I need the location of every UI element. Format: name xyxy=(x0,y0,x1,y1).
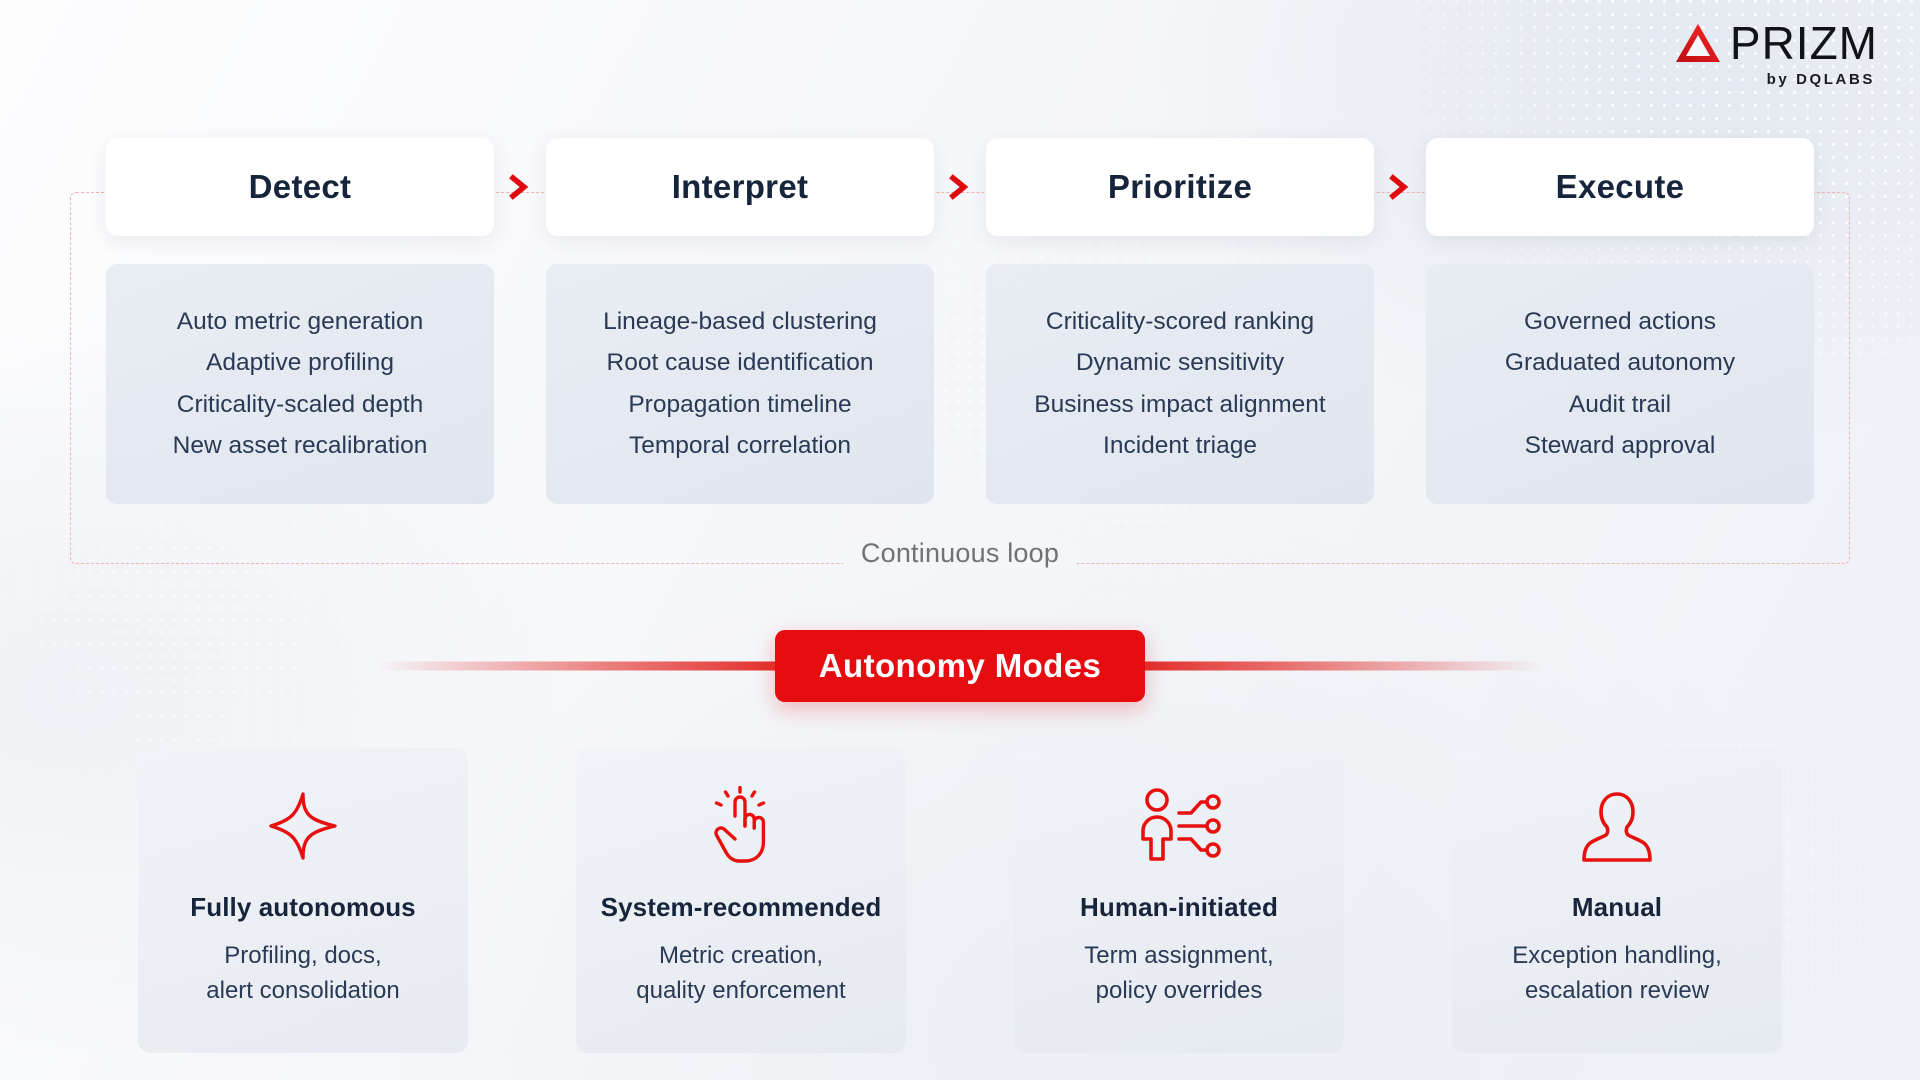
stage-item: Root cause identification xyxy=(606,349,874,377)
autonomy-mode-cards: Fully autonomous Profiling, docs, alert … xyxy=(0,748,1920,1053)
stage-header: Execute xyxy=(1426,138,1814,236)
chevron-right-icon xyxy=(509,174,529,200)
logo-tagline: by DQLABS xyxy=(1766,71,1875,88)
stage-item: Criticality-scaled depth xyxy=(176,390,424,418)
stage-items: Governed actions Graduated autonomy Audi… xyxy=(1426,264,1814,504)
sparkle-star-icon xyxy=(269,792,337,860)
stage-header: Interpret xyxy=(546,138,934,236)
stage-interpret[interactable]: Interpret Lineage-based clustering Root … xyxy=(546,138,969,504)
continuous-loop-label: Continuous loop xyxy=(842,538,1078,569)
mode-desc-line: Profiling, docs, xyxy=(224,942,382,969)
mode-card-fully-autonomous[interactable]: Fully autonomous Profiling, docs, alert … xyxy=(138,748,468,1053)
stage-item: Business impact alignment xyxy=(1034,390,1326,418)
mode-desc-line: alert consolidation xyxy=(206,976,400,1004)
stage-items: Auto metric generation Adaptive profilin… xyxy=(106,264,494,504)
stage-item: New asset recalibration xyxy=(172,431,428,459)
mode-desc-line: escalation review xyxy=(1524,976,1710,1004)
stage-item: Lineage-based clustering xyxy=(603,308,877,335)
stage-title: Prioritize xyxy=(1107,168,1253,205)
stage-title: Execute xyxy=(1555,168,1685,205)
stage-item: Auto metric generation xyxy=(176,308,424,335)
person-network-icon xyxy=(1141,788,1221,861)
mode-desc-line: policy overrides xyxy=(1095,976,1263,1004)
logo-row: PRIZM xyxy=(1674,20,1878,66)
stage-item: Propagation timeline xyxy=(628,390,852,418)
mode-card-system-recommended[interactable]: System-recommended Metric creation, qual… xyxy=(576,748,906,1053)
stage-item: Criticality-scored ranking xyxy=(1045,308,1315,335)
stage-title: Detect xyxy=(248,168,352,205)
chevron-right-icon xyxy=(949,174,969,200)
logo-wordmark: PRIZM xyxy=(1729,17,1878,69)
mode-icon-slot xyxy=(1579,786,1655,866)
stage-prioritize[interactable]: Prioritize Criticality-scored ranking Dy… xyxy=(986,138,1409,504)
stage-title: Interpret xyxy=(671,168,809,205)
mode-icon-slot xyxy=(705,786,777,866)
stage-detect[interactable]: Detect Auto metric generation Adaptive p… xyxy=(106,138,529,504)
mode-title: Human-initiated xyxy=(1080,892,1278,922)
mode-description: Exception handling, escalation review xyxy=(1512,939,1721,1009)
mode-card-human-initiated[interactable]: Human-initiated Term assignment, policy … xyxy=(1014,748,1344,1053)
banner-label: Autonomy Modes xyxy=(818,647,1102,684)
mode-description: Profiling, docs, alert consolidation xyxy=(206,939,399,1009)
mode-desc-line: Term assignment, xyxy=(1084,942,1274,969)
mode-title: Fully autonomous xyxy=(190,892,416,922)
stage-item: Audit trail xyxy=(1568,390,1672,418)
mode-card-manual[interactable]: Manual Exception handling, escalation re… xyxy=(1452,748,1782,1053)
mode-desc-line: quality enforcement xyxy=(636,976,846,1004)
mode-icon-slot xyxy=(265,786,341,866)
mode-title: Manual xyxy=(1571,892,1663,922)
banner-line-right xyxy=(1142,661,1542,671)
stage-header: Detect xyxy=(106,138,494,236)
stage-item: Governed actions xyxy=(1523,308,1717,335)
mode-description: Metric creation, quality enforcement xyxy=(636,939,845,1009)
stage-execute[interactable]: Execute Governed actions Graduated auton… xyxy=(1426,138,1814,504)
pointing-hand-click-icon xyxy=(714,786,766,863)
banner-line-left xyxy=(378,661,778,671)
person-bust-icon xyxy=(1582,792,1652,862)
prism-triangle-icon xyxy=(1675,24,1720,62)
mode-desc-line: Exception handling, xyxy=(1512,942,1722,969)
mode-desc-line: Metric creation, xyxy=(658,942,824,969)
stage-item: Steward approval xyxy=(1524,431,1716,459)
stage-item: Graduated autonomy xyxy=(1504,349,1736,377)
mode-icon-slot xyxy=(1135,786,1223,866)
autonomy-modes-banner: Autonomy Modes xyxy=(774,630,1146,702)
brand-logo: PRIZM by DQLABS xyxy=(1674,20,1878,88)
stage-item: Dynamic sensitivity xyxy=(1075,349,1285,377)
stage-item: Adaptive profiling xyxy=(206,349,394,377)
autonomy-modes-banner-row: Autonomy Modes xyxy=(0,630,1920,702)
stage-header: Prioritize xyxy=(986,138,1374,236)
mode-description: Term assignment, policy overrides xyxy=(1084,939,1273,1009)
stage-items: Lineage-based clustering Root cause iden… xyxy=(546,264,934,504)
pipeline-stages: Detect Auto metric generation Adaptive p… xyxy=(0,138,1920,504)
stage-item: Temporal correlation xyxy=(629,431,851,459)
stage-item: Incident triage xyxy=(1103,431,1257,459)
stage-items: Criticality-scored ranking Dynamic sensi… xyxy=(986,264,1374,504)
chevron-right-icon xyxy=(1389,174,1409,200)
mode-title: System-recommended xyxy=(600,892,882,922)
